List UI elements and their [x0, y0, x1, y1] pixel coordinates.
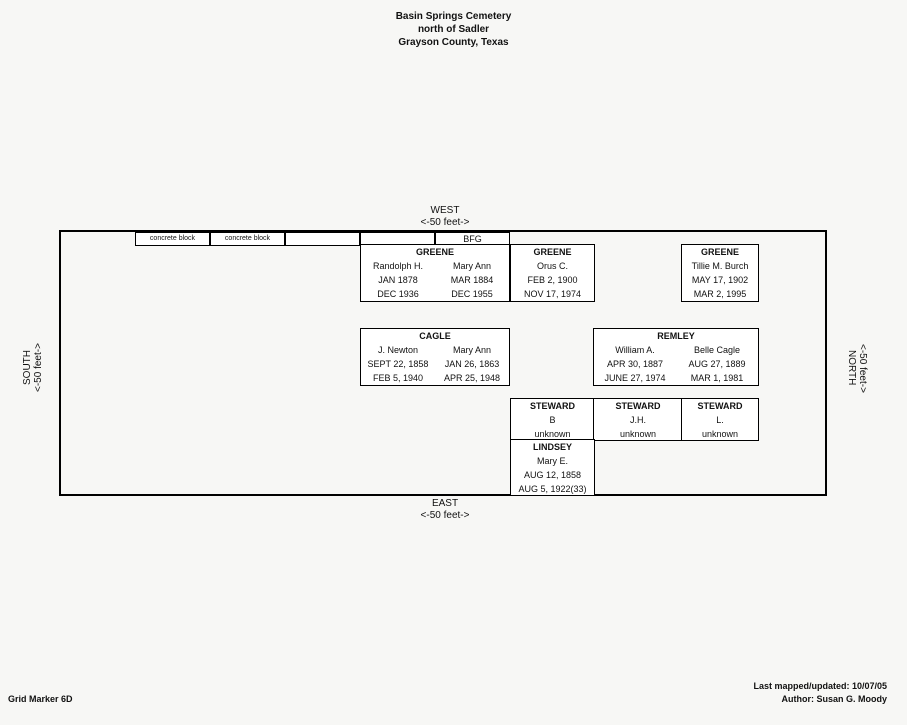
- person-name: J. Newton: [377, 345, 419, 355]
- person-birth: JAN 1878: [378, 275, 418, 285]
- plot-steward-b: STEWARD B unknown: [510, 398, 595, 441]
- plot-lindsey: LINDSEY Mary E. AUG 12, 1858 AUG 5, 1922…: [510, 439, 595, 496]
- person-name: William A.: [615, 345, 655, 355]
- plot-surname: REMLEY: [657, 331, 695, 341]
- plot-steward-l: STEWARD L. unknown: [681, 398, 759, 441]
- east-label-group: EAST <-50 feet->: [380, 498, 510, 522]
- plot-remley: REMLEY William A. APR 30, 1887 JUNE 27, …: [593, 328, 759, 386]
- person-birth: AUG 12, 1858: [523, 470, 582, 480]
- south-label-group: SOUTH <-50 feet->: [22, 318, 44, 418]
- person-name: Mary Ann: [452, 261, 492, 271]
- person-death: MAR 1, 1981: [690, 373, 744, 383]
- person-birth: MAY 17, 1902: [691, 275, 749, 285]
- west-scale: <-50 feet->: [420, 217, 470, 228]
- person-name: Mary E.: [536, 456, 568, 466]
- east-label: EAST: [431, 498, 459, 509]
- person-name: Belle Cagle: [693, 345, 741, 355]
- cemetery-name: Basin Springs Cemetery: [395, 11, 512, 22]
- last-updated: Last mapped/updated: 10/07/05: [753, 681, 887, 691]
- person-birth: APR 30, 1887: [606, 359, 664, 369]
- plot-greene-orus: GREENE Orus C. FEB 2, 1900 NOV 17, 1974: [510, 244, 595, 302]
- north-label: NORTH: [846, 350, 857, 386]
- cemetery-county: Grayson County, Texas: [398, 37, 509, 48]
- east-scale: <-50 feet->: [420, 510, 470, 521]
- person-death: APR 25, 1948: [443, 373, 501, 383]
- person-death: DEC 1955: [451, 289, 493, 299]
- person-death: MAR 2, 1995: [693, 289, 747, 299]
- plot-surname: STEWARD: [697, 401, 743, 411]
- cemetery-location: north of Sadler: [417, 24, 490, 35]
- plot-steward-jh: STEWARD J.H. unknown: [593, 398, 683, 441]
- person-name: Randolph H.: [372, 261, 424, 271]
- person-name: Orus C.: [536, 261, 568, 271]
- plot-greene-randolph-mary: GREENE Randolph H. JAN 1878 DEC 1936 Mar…: [360, 244, 510, 302]
- person-death: JUNE 27, 1974: [604, 373, 666, 383]
- concrete-block-1: concrete block: [135, 232, 210, 246]
- person-birth: AUG 27, 1889: [688, 359, 746, 369]
- person-status: unknown: [534, 429, 571, 439]
- marker-blank-1: [285, 232, 360, 246]
- plot-surname: GREENE: [700, 247, 739, 257]
- south-scale: <-50 feet->: [33, 343, 44, 393]
- person-birth: FEB 2, 1900: [527, 275, 578, 285]
- south-label: SOUTH: [22, 350, 33, 386]
- concrete-block-2: concrete block: [210, 232, 285, 246]
- plot-surname: GREENE: [415, 247, 454, 257]
- person-birth: SEPT 22, 1858: [367, 359, 429, 369]
- author: Author: Susan G. Moody: [781, 694, 888, 704]
- person-name: B: [549, 415, 556, 425]
- person-name: L.: [716, 415, 724, 425]
- person-death: AUG 5, 1922(33): [518, 484, 587, 494]
- grid-marker: Grid Marker 6D: [8, 694, 73, 704]
- west-label: WEST: [430, 205, 460, 216]
- west-label-group: WEST <-50 feet->: [380, 205, 510, 229]
- plot-surname: STEWARD: [530, 401, 575, 411]
- person-death: DEC 1936: [377, 289, 419, 299]
- plot-surname: LINDSEY: [532, 442, 572, 452]
- north-label-group: NORTH <-50 feet->: [846, 318, 868, 418]
- page-header: Basin Springs Cemetery north of Sadler G…: [0, 10, 907, 49]
- person-status: unknown: [701, 429, 739, 439]
- plot-greene-tillie: GREENE Tillie M. Burch MAY 17, 1902 MAR …: [681, 244, 759, 302]
- cemetery-map: concrete block concrete block BFG GREENE…: [59, 230, 827, 496]
- person-name: J.H.: [629, 415, 646, 425]
- person-status: unknown: [619, 429, 657, 439]
- north-scale: <-50 feet->: [857, 343, 868, 393]
- person-name: Tillie M. Burch: [691, 261, 749, 271]
- person-birth: MAR 1884: [450, 275, 494, 285]
- plot-surname: CAGLE: [419, 331, 451, 341]
- person-birth: JAN 26, 1863: [444, 359, 500, 369]
- person-death: FEB 5, 1940: [372, 373, 424, 383]
- plot-cagle: CAGLE J. Newton SEPT 22, 1858 FEB 5, 194…: [360, 328, 510, 386]
- footer-credits: Last mapped/updated: 10/07/05 Author: Su…: [753, 680, 887, 706]
- person-death: NOV 17, 1974: [523, 289, 582, 299]
- plot-surname: GREENE: [533, 247, 572, 257]
- person-name: Mary Ann: [452, 345, 492, 355]
- plot-surname: STEWARD: [615, 401, 661, 411]
